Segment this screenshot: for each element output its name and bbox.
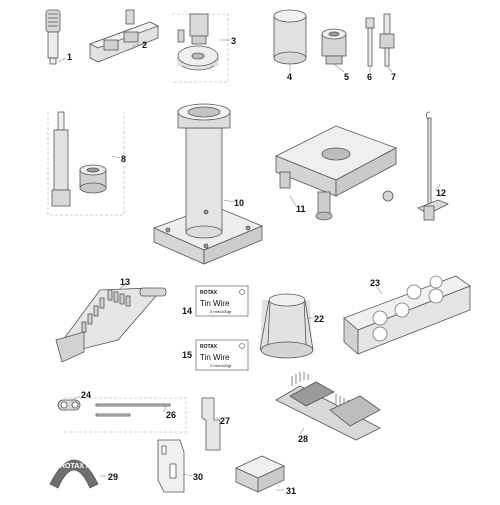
callout-6: 6 (367, 72, 372, 82)
callout-24: 24 (81, 390, 91, 400)
tool-5-bushing (321, 28, 347, 65)
callout-15: 15 (182, 350, 192, 360)
leader-lines (57, 39, 441, 491)
tool-28-feeler-gauge (275, 372, 381, 441)
tool-6-pin (365, 17, 375, 67)
callout-5: 5 (344, 72, 349, 82)
tool-8-shaft-and-nut (51, 111, 107, 207)
callout-3: 3 (231, 36, 236, 46)
tool-11-fixture (275, 125, 397, 221)
card-14-title: Tin Wire (200, 299, 230, 308)
callout-4: 4 (287, 72, 292, 82)
tool-12-hook (417, 111, 449, 221)
callout-11: 11 (296, 204, 306, 214)
card-14-brand: ROTAX (200, 290, 218, 296)
tool-7-pin (379, 13, 395, 67)
tool-29-arch-tool: ROTAX MAX (49, 459, 102, 489)
tool-1-pin (45, 9, 61, 65)
tool-24-chain-link (57, 399, 81, 411)
tool-29-label: ROTAX MAX (60, 463, 102, 470)
callout-31: 31 (286, 486, 296, 496)
tool-23-template-plate (343, 275, 471, 355)
callout-2: 2 (142, 40, 147, 50)
tool-31-bracket (235, 455, 285, 493)
callout-26: 26 (166, 410, 176, 420)
callout-23: 23 (370, 278, 380, 288)
card-14-logo (239, 289, 245, 295)
callout-29: 29 (108, 472, 118, 482)
callout-8: 8 (121, 154, 126, 164)
tool-22-cone (259, 293, 314, 359)
card-15-brand: ROTAX (200, 344, 218, 350)
tin-wire-card-15: ROTAX Tin Wire 2 mm/100gr (195, 339, 249, 371)
tool-10-stand (152, 103, 264, 265)
callout-13: 13 (120, 277, 130, 287)
callout-27: 27 (220, 416, 230, 426)
callout-12: 12 (436, 188, 446, 198)
tool-13-chain-gauge (55, 287, 167, 363)
card-15-title: Tin Wire (200, 353, 230, 362)
callout-10: 10 (234, 198, 244, 208)
card-15-logo (239, 343, 245, 349)
callout-7: 7 (391, 72, 396, 82)
tool-4-cylinder (273, 9, 307, 65)
tool-3-puller-set (177, 13, 219, 71)
callout-30: 30 (193, 472, 203, 482)
tool-2-bar-puller (88, 9, 160, 63)
callout-14: 14 (182, 306, 192, 316)
tin-wire-card-14: ROTAX Tin Wire 3 mm/100gr (195, 285, 249, 317)
tool-27-gauge (201, 397, 221, 451)
tool-30-gauge-plate (157, 439, 185, 493)
callout-22: 22 (314, 314, 324, 324)
card-15-spec: 2 mm/100gr (210, 363, 232, 368)
callout-28: 28 (298, 434, 308, 444)
tool-26-rods (95, 403, 171, 417)
callout-1: 1 (67, 52, 72, 62)
card-14-spec: 3 mm/100gr (210, 309, 232, 314)
